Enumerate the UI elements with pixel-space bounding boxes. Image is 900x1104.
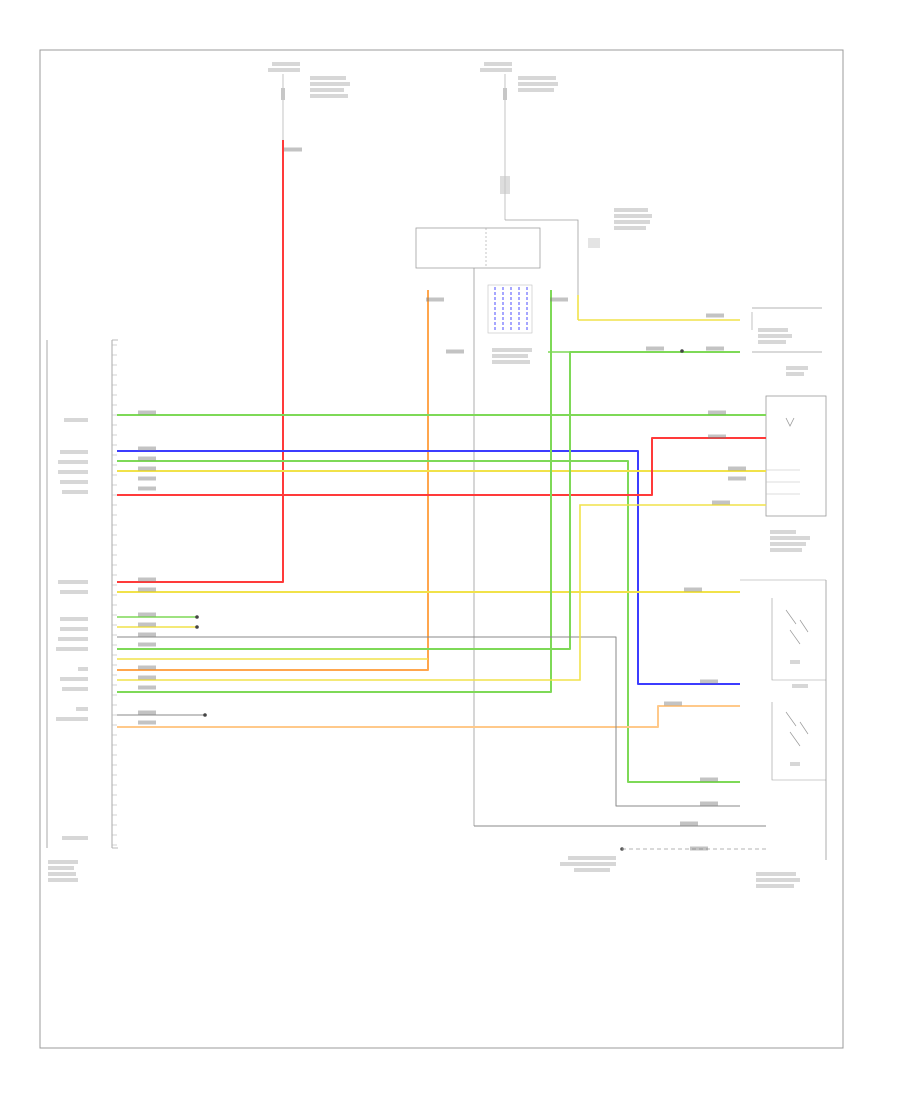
wire-tag <box>138 456 156 461</box>
wire-tag <box>700 801 718 806</box>
bottom-ground-module <box>560 847 766 872</box>
park-brake-actuator <box>740 579 827 888</box>
wire-bundle <box>117 140 766 827</box>
wire-tag <box>712 500 730 505</box>
wire-tag <box>708 434 726 439</box>
wire-green <box>117 290 552 693</box>
wire-tag <box>426 297 444 302</box>
wire-blue <box>117 450 740 685</box>
wire-red <box>117 140 284 583</box>
fuse-source-left <box>268 62 350 140</box>
left-control-module <box>46 339 118 882</box>
diagram-border <box>39 49 844 1049</box>
wire-tag <box>138 612 156 617</box>
wire-tag <box>690 846 708 851</box>
wire-tag <box>646 346 664 351</box>
wire-tag <box>728 466 746 471</box>
wire-tag <box>138 685 156 690</box>
wire-tag <box>684 587 702 592</box>
wire-orange <box>117 290 429 671</box>
wire-tag <box>138 446 156 451</box>
wire-tag <box>138 675 156 680</box>
wire-tag <box>138 587 156 592</box>
wire-tag <box>138 466 156 471</box>
remote-sensor-module <box>765 395 827 552</box>
wire-light_orange <box>117 705 740 728</box>
wire-tag <box>664 701 682 706</box>
wire-stub <box>117 504 766 681</box>
wire-tag <box>728 476 746 481</box>
wire-tag <box>550 297 568 302</box>
wire-tag <box>138 665 156 670</box>
wire-tag <box>138 632 156 637</box>
wire-green <box>117 460 740 783</box>
wire-red <box>117 437 766 496</box>
wire-tag <box>138 622 156 627</box>
wire-tag <box>708 410 726 415</box>
wire-tag <box>700 777 718 782</box>
left-module-pin-labels <box>48 418 88 882</box>
wire-grey <box>117 636 740 807</box>
wire-color-tags <box>138 147 746 851</box>
wire-tag <box>706 313 724 318</box>
wire-tag <box>138 577 156 582</box>
wire-tag <box>284 147 302 152</box>
wire-tag <box>138 720 156 725</box>
wire-tag <box>680 821 698 826</box>
wire-tag <box>700 679 718 684</box>
wire-tag <box>138 410 156 415</box>
connector-pin-ticks <box>112 344 117 846</box>
wire-tag <box>138 486 156 491</box>
wire-green <box>117 351 740 650</box>
wire-tag <box>446 349 464 354</box>
wire-tag <box>138 476 156 481</box>
junction-block <box>415 208 652 826</box>
brake-switch <box>751 307 822 376</box>
wire-tag <box>138 642 156 647</box>
wire-tag <box>138 710 156 715</box>
wire-tag <box>706 346 724 351</box>
splice-points <box>195 349 684 717</box>
data-link-connector <box>487 284 533 364</box>
fuse-source-right <box>480 62 558 220</box>
